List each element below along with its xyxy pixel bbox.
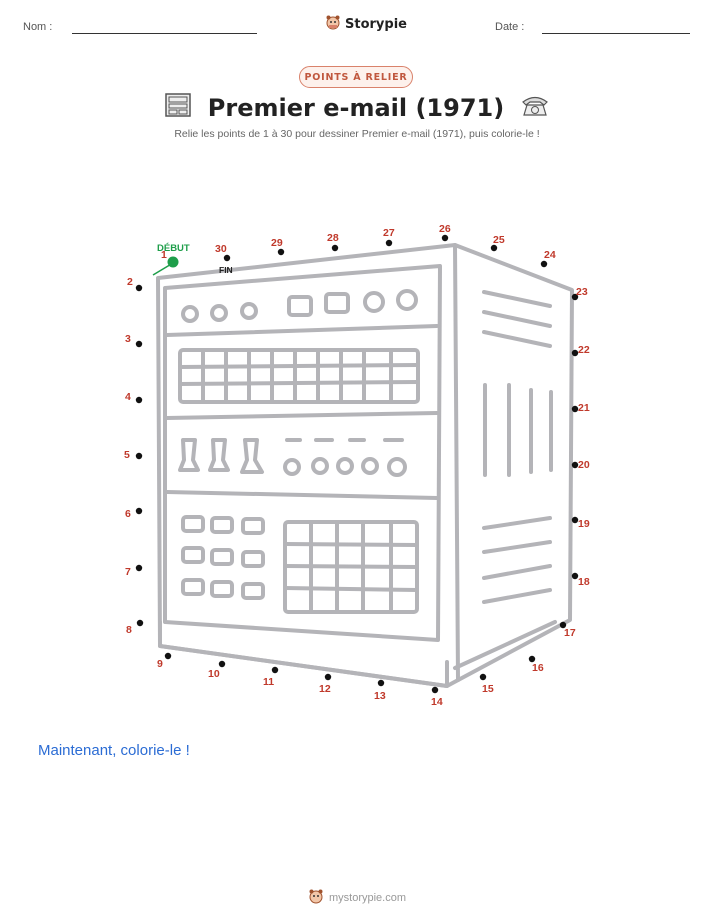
dot-number-2: 2 bbox=[127, 276, 133, 288]
dot-number-10: 10 bbox=[208, 668, 220, 680]
computer-icon bbox=[164, 92, 192, 124]
end-label: FIN bbox=[219, 265, 233, 275]
dot-number-19: 19 bbox=[578, 518, 590, 530]
dot-number-22: 22 bbox=[578, 344, 590, 356]
dot-18 bbox=[571, 572, 579, 580]
dot-number-7: 7 bbox=[125, 566, 131, 578]
dot-number-27: 27 bbox=[383, 227, 395, 239]
page-title: Premier e-mail (1971) bbox=[207, 94, 505, 122]
dot-28 bbox=[331, 244, 339, 252]
dot-number-3: 3 bbox=[125, 333, 131, 345]
dot-number-23: 23 bbox=[576, 286, 588, 298]
dot-23 bbox=[571, 293, 579, 301]
storypie-footer-icon bbox=[308, 888, 324, 907]
dot-13 bbox=[377, 679, 385, 687]
dot-16 bbox=[528, 655, 536, 663]
storypie-logo-icon bbox=[325, 14, 341, 34]
dot-number-21: 21 bbox=[578, 402, 590, 414]
page-title-row: Premier e-mail (1971) bbox=[0, 92, 714, 124]
dot-number-17: 17 bbox=[564, 627, 576, 639]
dot-26 bbox=[441, 234, 449, 242]
dot-29 bbox=[277, 248, 285, 256]
instructions: Relie les points de 1 à 30 pour dessiner… bbox=[174, 128, 540, 140]
dot-24 bbox=[540, 260, 548, 268]
date-label: Date : bbox=[495, 21, 525, 33]
dot-21 bbox=[571, 405, 579, 413]
dot-5 bbox=[135, 452, 143, 460]
dot-20 bbox=[571, 461, 579, 469]
brand-name: Storypie bbox=[345, 16, 407, 32]
dot-number-4: 4 bbox=[125, 391, 131, 403]
dot-number-28: 28 bbox=[327, 232, 339, 244]
dot-number-24: 24 bbox=[544, 249, 556, 261]
dot-12 bbox=[324, 673, 332, 681]
dot-6 bbox=[135, 507, 143, 515]
dot-number-8: 8 bbox=[126, 624, 132, 636]
dot-25 bbox=[490, 244, 498, 252]
dot-number-20: 20 bbox=[578, 459, 590, 471]
telephone-icon bbox=[520, 93, 550, 123]
coloring-prompt: Maintenant, colorie-le ! bbox=[38, 742, 190, 759]
name-line[interactable] bbox=[72, 33, 257, 34]
dot-number-14: 14 bbox=[431, 696, 443, 708]
dot-number-29: 29 bbox=[271, 237, 283, 249]
dot-11 bbox=[271, 666, 279, 674]
start-label: DÉBUT bbox=[157, 243, 190, 254]
dot-number-16: 16 bbox=[532, 662, 544, 674]
computer-outline bbox=[156, 243, 574, 688]
date-line[interactable] bbox=[542, 33, 690, 34]
name-label: Nom : bbox=[23, 21, 53, 33]
dot-number-15: 15 bbox=[482, 683, 494, 695]
dot-17 bbox=[559, 621, 567, 629]
dot-7 bbox=[135, 564, 143, 572]
dot-number-1: 1 bbox=[161, 249, 167, 261]
dot-9 bbox=[164, 652, 172, 660]
dot-number-5: 5 bbox=[124, 449, 130, 461]
dot-number-18: 18 bbox=[578, 576, 590, 588]
dot-number-30: 30 bbox=[215, 243, 227, 255]
dot-30 bbox=[223, 254, 231, 262]
dot-8 bbox=[136, 619, 144, 627]
activity-badge: POINTS À RELIER bbox=[299, 66, 413, 88]
dot-number-12: 12 bbox=[319, 683, 331, 695]
dot-22 bbox=[571, 349, 579, 357]
dot-27 bbox=[385, 239, 393, 247]
dot-4 bbox=[135, 396, 143, 404]
dot-number-11: 11 bbox=[263, 676, 274, 688]
dot-number-6: 6 bbox=[125, 508, 131, 520]
dot-15 bbox=[479, 673, 487, 681]
dot-number-25: 25 bbox=[493, 234, 505, 246]
dot-10 bbox=[218, 660, 226, 668]
dot-14 bbox=[431, 686, 439, 694]
dot-1 bbox=[167, 256, 179, 268]
dot-number-26: 26 bbox=[439, 223, 451, 235]
dot-2 bbox=[135, 284, 143, 292]
dot-number-13: 13 bbox=[374, 690, 386, 702]
dot-group bbox=[135, 234, 579, 694]
dot-number-9: 9 bbox=[157, 658, 163, 670]
footer-url[interactable]: mystorypie.com bbox=[328, 891, 407, 904]
dot-3 bbox=[135, 340, 143, 348]
dot-19 bbox=[571, 516, 579, 524]
brand-logo: Storypie bbox=[325, 14, 407, 34]
footer: mystorypie.com bbox=[0, 888, 714, 907]
